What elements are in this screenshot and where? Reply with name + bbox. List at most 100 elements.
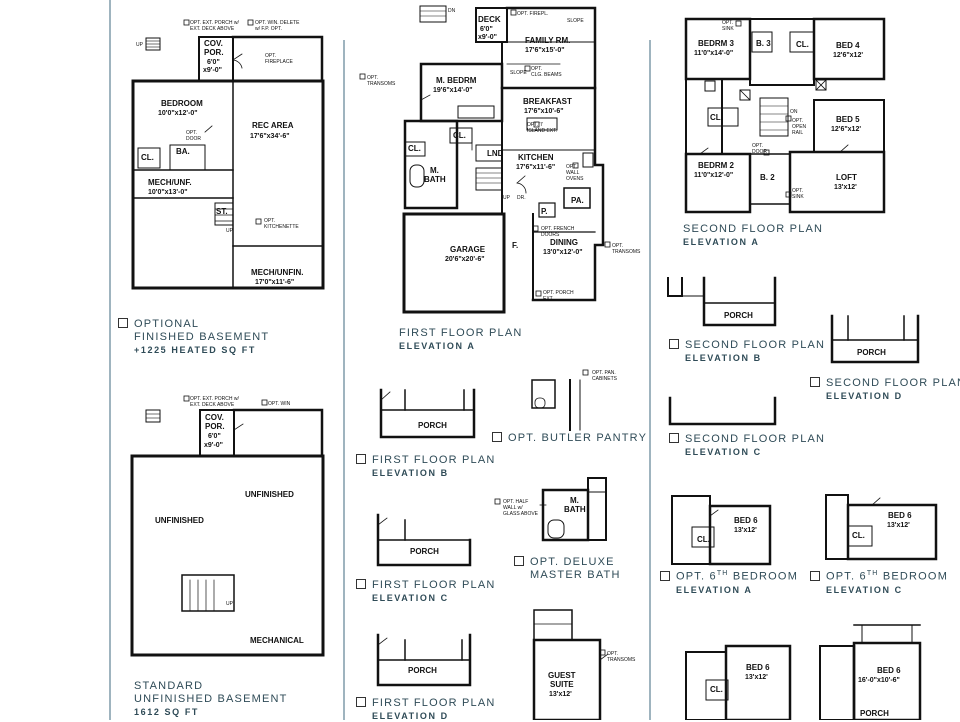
first-floor-c-checkbox[interactable] bbox=[356, 579, 366, 589]
kitchen-label: KITCHEN bbox=[518, 153, 554, 162]
caption-butler-pantry: OPT. BUTLER PANTRY bbox=[492, 432, 647, 445]
bed4-dim: 12'6"x12' bbox=[833, 52, 863, 59]
note-firepl: OPT. FIREPL. bbox=[517, 11, 548, 17]
finished-basement-plan bbox=[131, 19, 325, 290]
garage-dim: 20'6"x20'-6" bbox=[445, 256, 485, 263]
caption-sub: ELEVATION C bbox=[826, 584, 903, 595]
opt-finished-basement-checkbox[interactable] bbox=[118, 318, 128, 328]
bedrm3-dim: 11'0"x14'-0" bbox=[694, 50, 733, 57]
note-kitchenette: KITCHENETTE bbox=[264, 224, 299, 230]
mech-unfin-dim: 17'0"x11'-6" bbox=[255, 279, 294, 286]
bed5-label: BED 5 bbox=[836, 115, 860, 124]
storage-label: ST. bbox=[216, 207, 228, 216]
caption-sup: TH bbox=[716, 570, 729, 577]
note-opt-sink-1: OPT. bbox=[722, 20, 733, 26]
second-floor-d-checkbox[interactable] bbox=[810, 377, 820, 387]
caption-title: SECOND FLOOR PLAN bbox=[826, 377, 960, 389]
deluxe-bath-checkbox[interactable] bbox=[514, 556, 524, 566]
note-opt-half: OPT. HALF bbox=[503, 499, 528, 505]
note-door: DOOR bbox=[186, 136, 201, 142]
note-transoms-3: TRANSOMS bbox=[607, 657, 636, 663]
caption-sub: ELEVATION D bbox=[372, 711, 449, 721]
note-opt-open: OPT. bbox=[792, 118, 803, 124]
bed6-label-a: BED 6 bbox=[734, 516, 758, 525]
porch-label-ffd: PORCH bbox=[408, 666, 437, 675]
note-sink-2: SINK bbox=[792, 194, 804, 200]
porch-label-ffb: PORCH bbox=[418, 421, 447, 430]
first-floor-elevation-c-porch bbox=[376, 513, 472, 567]
caption-deluxe-bath: OPT. DELUXE MASTER BATH bbox=[514, 556, 621, 582]
note-island-ext: ISLAND EXT. bbox=[527, 128, 557, 134]
note-open: OPEN bbox=[792, 124, 807, 130]
guest-suite-plan bbox=[532, 609, 609, 720]
mech-unf-label: MECH/UNF. bbox=[148, 178, 192, 187]
m-bedrm-label: M. BEDRM bbox=[436, 76, 477, 85]
b2-label: B. 2 bbox=[760, 173, 775, 182]
porch-label-ffc: PORCH bbox=[410, 547, 439, 556]
note-clg-beams: CLG. BEAMS bbox=[531, 72, 562, 78]
first-floor-elevation-d-porch bbox=[376, 633, 472, 687]
m-bedrm-dim: 19'6"x14'-0" bbox=[433, 87, 473, 94]
family-rm-label: FAMILY RM. bbox=[525, 36, 570, 45]
note-opt-pan: OPT. PAN. bbox=[592, 370, 616, 376]
unfinished-basement-plan bbox=[130, 395, 325, 657]
porch-label-bottom-right: PORCH bbox=[860, 709, 889, 718]
first-floor-d-checkbox[interactable] bbox=[356, 697, 366, 707]
note-opt-win-delete: OPT. WIN. DELETE bbox=[255, 20, 300, 26]
second-floor-elevation-b-porch bbox=[667, 276, 777, 327]
m-bath-label-2: BATH bbox=[424, 175, 446, 184]
caption-sub: ELEVATION A bbox=[399, 341, 476, 351]
bed6-closet-c: CL. bbox=[852, 531, 865, 540]
note-dr: DR. bbox=[517, 195, 526, 201]
opt-6th-bedroom-c-plan bbox=[825, 494, 938, 561]
foyer-label: F. bbox=[512, 241, 518, 250]
bed4-label: BED 4 bbox=[836, 41, 860, 50]
caption-first-floor-d: FIRST FLOOR PLAN ELEVATION D bbox=[356, 697, 496, 722]
column-divider-right bbox=[649, 40, 651, 720]
note-wall: WALL bbox=[566, 170, 580, 176]
caption-title: OPTIONAL bbox=[134, 318, 200, 330]
caption-title-2: BEDROOM bbox=[878, 570, 949, 583]
cov-por-dim-std: 6'0" bbox=[208, 433, 221, 440]
note-up-std: UP bbox=[226, 601, 234, 607]
note-doors: DOORS bbox=[541, 232, 560, 238]
bed6-dim-bottom-left: 13'x12' bbox=[745, 674, 768, 681]
powder-label: P. bbox=[541, 207, 548, 216]
cov-por-label-2: POR. bbox=[204, 48, 224, 57]
first-floor-plan-a bbox=[359, 5, 611, 314]
bedrm2-dim: 11'0"x12'-0" bbox=[694, 172, 733, 179]
caption-line2: MASTER BATH bbox=[530, 569, 621, 581]
laundry-label: LND bbox=[487, 149, 504, 158]
second-floor-b-checkbox[interactable] bbox=[669, 339, 679, 349]
bed6-label-c: BED 6 bbox=[888, 511, 912, 520]
note-slope-1: SLOPE bbox=[567, 18, 584, 24]
caption-sub: ELEVATION B bbox=[372, 468, 449, 478]
column-divider-left bbox=[109, 0, 111, 720]
bedrm3-label: BEDRM 3 bbox=[698, 39, 735, 48]
first-floor-elevation-b-porch bbox=[379, 388, 476, 439]
first-floor-b-checkbox[interactable] bbox=[356, 454, 366, 464]
note-door-sf: DOOR bbox=[752, 149, 767, 155]
caption-sub: ELEVATION D bbox=[826, 391, 903, 401]
sf-closet-label-2: CL. bbox=[710, 113, 723, 122]
caption-title: SECOND FLOOR PLAN bbox=[683, 223, 824, 235]
loft-dim: 13'x12' bbox=[834, 184, 857, 191]
rec-area-label: REC AREA bbox=[252, 121, 294, 130]
opt-6th-bedroom-c-checkbox[interactable] bbox=[810, 570, 820, 581]
deck-dim: 6'0" bbox=[480, 26, 493, 33]
caption-title: FIRST FLOOR PLAN bbox=[372, 579, 496, 591]
butler-pantry-checkbox[interactable] bbox=[492, 432, 502, 442]
garage-label: GARAGE bbox=[450, 245, 486, 254]
opt-6th-bedroom-a-checkbox[interactable] bbox=[660, 570, 670, 581]
note-opt-clg-beams: OPT. bbox=[531, 66, 542, 72]
note-up-1: UP bbox=[136, 42, 144, 48]
caption-title: FIRST FLOOR PLAN bbox=[372, 454, 496, 466]
second-floor-c-checkbox[interactable] bbox=[669, 433, 679, 443]
note-ext-deck: EXT. DECK ABOVE bbox=[190, 26, 235, 32]
bed6-closet-bottom: CL. bbox=[710, 685, 723, 694]
caption-title-2: BEDROOM bbox=[728, 570, 799, 583]
caption-sub: +1225 HEATED SQ FT bbox=[134, 345, 256, 355]
cov-por-dim-std-2: x9'-0" bbox=[204, 442, 223, 449]
note-transoms-1: TRANSOMS bbox=[367, 81, 396, 87]
caption-title: OPT. BUTLER PANTRY bbox=[508, 432, 648, 444]
